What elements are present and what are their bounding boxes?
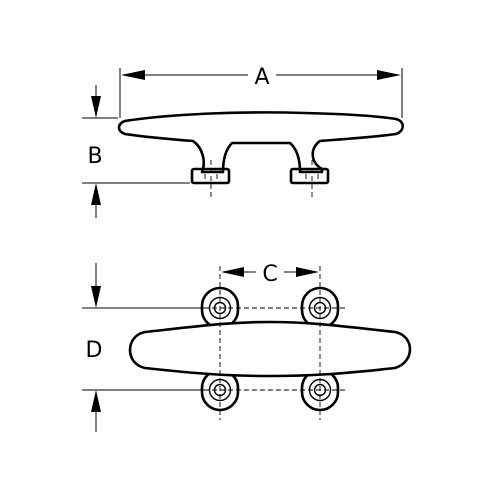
dimension-a: A [119, 65, 403, 118]
top-view-cleat-outline [128, 320, 412, 378]
dimension-d-label: D [86, 338, 103, 363]
top-view-centerlines [196, 266, 346, 420]
side-view-cleat-outline [117, 111, 405, 174]
side-view-right-foot [289, 167, 330, 185]
top-view: C D [82, 262, 412, 432]
dimension-a-label: A [254, 65, 269, 90]
dimension-b-label: B [87, 144, 102, 169]
dimension-d: D [82, 263, 206, 432]
dimension-c-label: C [262, 262, 277, 287]
side-view: A B [82, 65, 405, 218]
side-view-left-foot [190, 167, 231, 185]
dimension-b: B [82, 85, 190, 218]
side-view-hidden-bolts [204, 160, 319, 198]
dimension-c: C [221, 262, 319, 287]
